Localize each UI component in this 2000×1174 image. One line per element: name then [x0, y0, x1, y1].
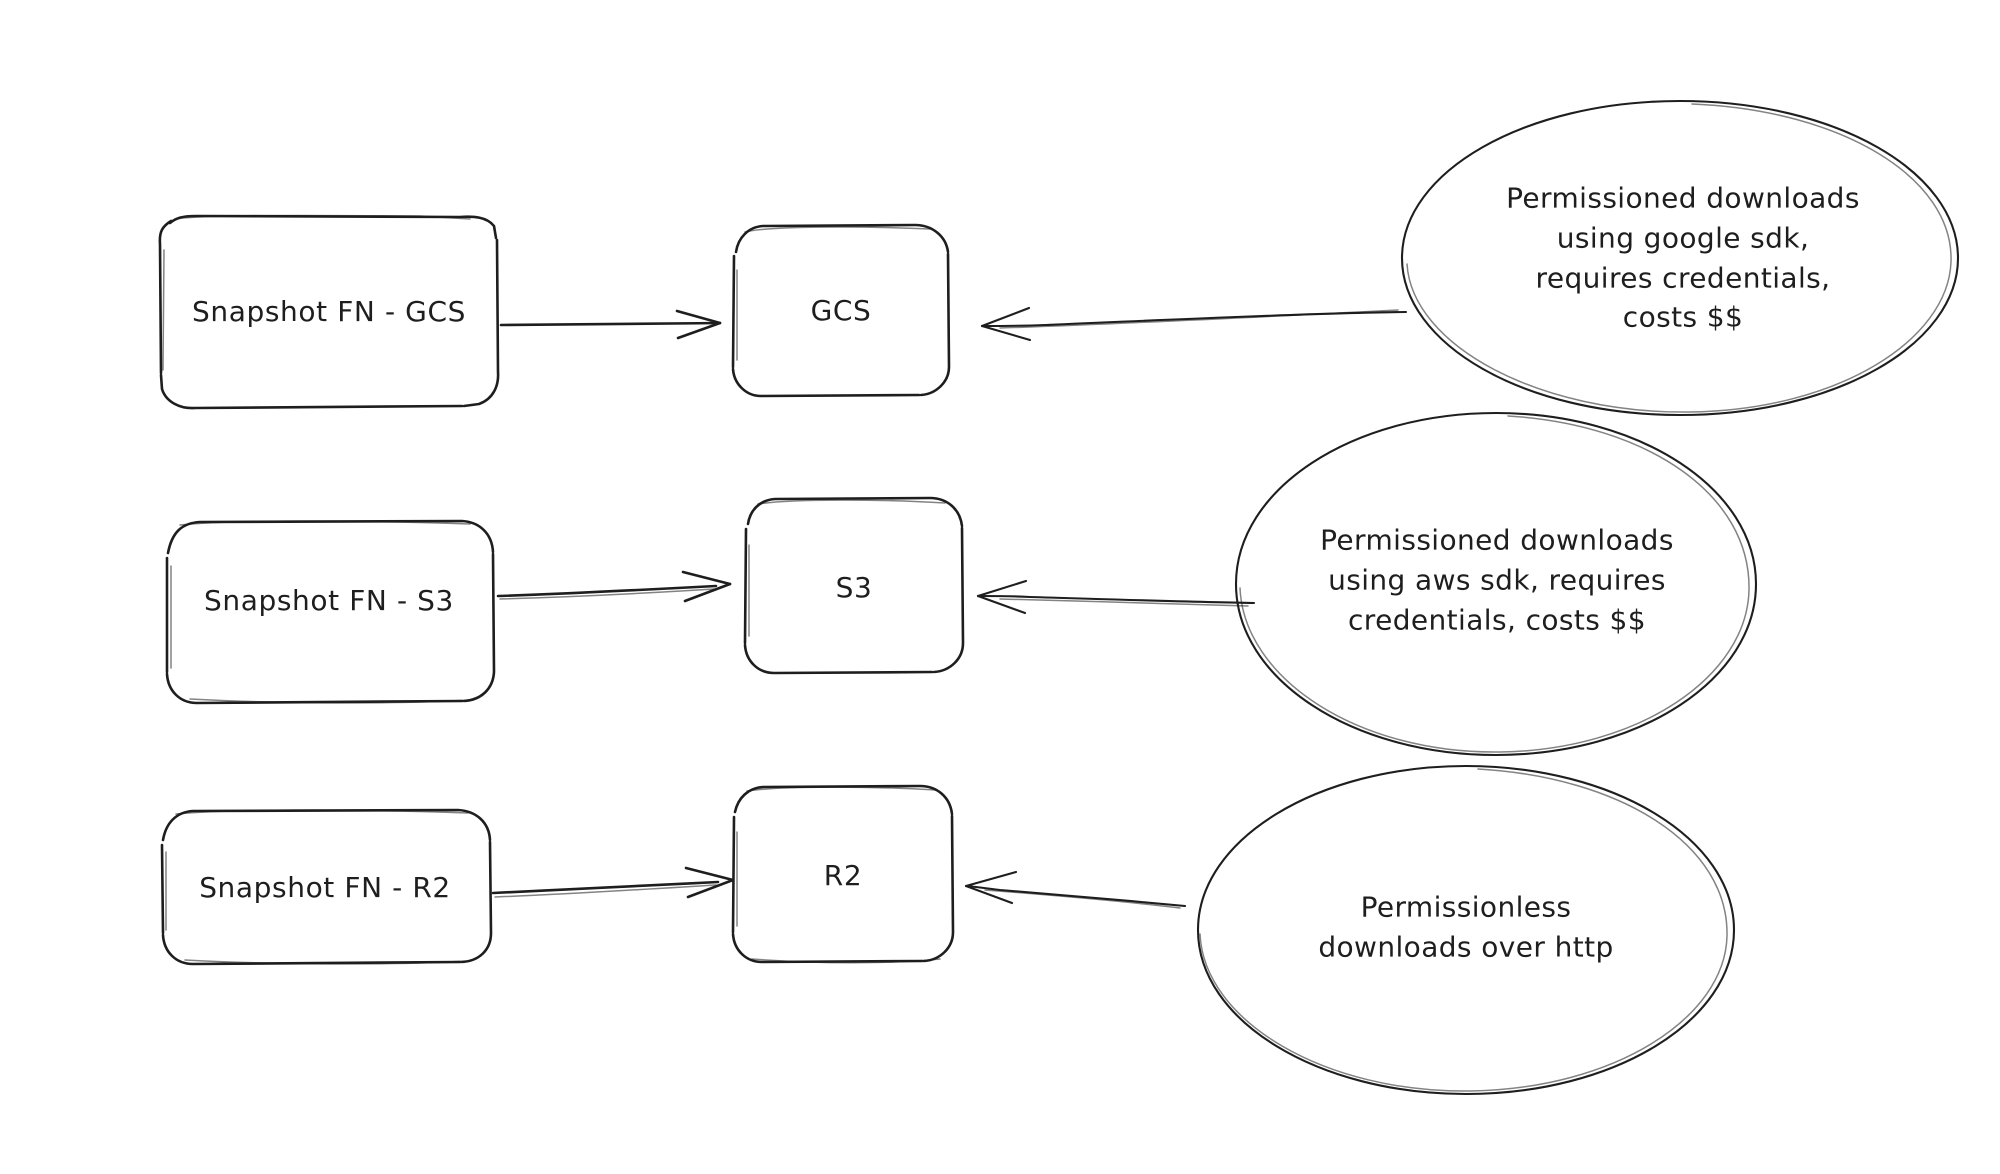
note-r2-ellipse[interactable]: [1196, 764, 1736, 1096]
edge-snapshot-fn-s3-to-s3: [496, 570, 732, 603]
edge-snapshot-fn-gcs-to-gcs: [499, 309, 722, 340]
node-s3-shape[interactable]: [743, 496, 965, 675]
node-gcs-shape[interactable]: [731, 223, 951, 398]
node-snapshot-fn-gcs-shape[interactable]: [158, 214, 500, 410]
node-r2-shape[interactable]: [731, 784, 955, 964]
edge-note-gcs-to-gcs: [980, 306, 1408, 342]
note-s3-ellipse[interactable]: [1234, 411, 1758, 757]
note-gcs-ellipse[interactable]: [1400, 99, 1960, 417]
edge-note-r2-to-r2: [964, 870, 1187, 909]
edge-note-s3-to-s3: [976, 579, 1256, 615]
node-snapshot-fn-s3-shape[interactable]: [165, 519, 496, 705]
node-snapshot-fn-r2-shape[interactable]: [160, 808, 493, 966]
edge-snapshot-fn-r2-to-r2: [491, 866, 735, 899]
